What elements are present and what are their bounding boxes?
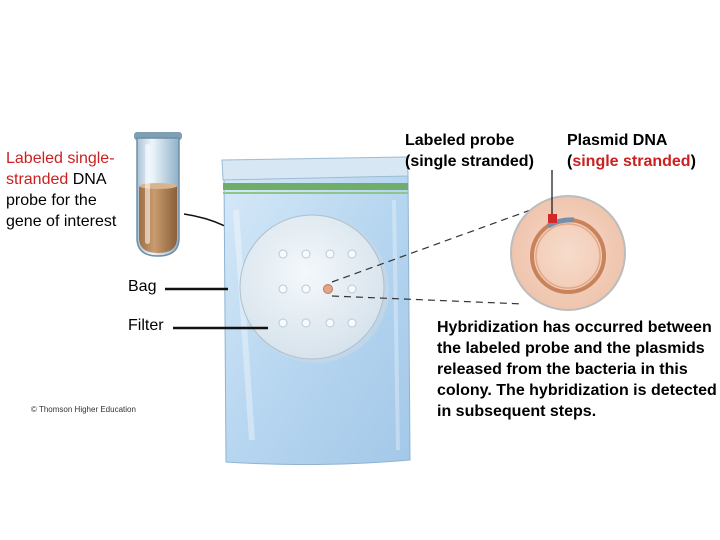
plasmid-label: Plasmid DNA (single stranded) [567,130,720,172]
bag-top [222,157,408,180]
tube-highlight [145,144,150,244]
bag-seal [223,183,408,190]
filter-membrane [240,215,384,359]
colony [302,250,310,258]
copyright-credit: © Thomson Higher Education [31,405,136,415]
probe-label: Labeled probe (single stranded) [405,130,565,172]
colony [348,285,356,293]
colony [326,250,334,258]
filter-disc [240,215,389,363]
probe-test-tube [134,132,182,256]
bag-label: Bag [128,276,156,297]
probe-marker [548,214,557,223]
probe-label-line1: Labeled probe [405,130,565,151]
plasmid-label-close: ) [691,153,696,170]
colony [279,250,287,258]
plasmid-label-red: single stranded [572,153,690,170]
plasmid-label-line2: (single stranded) [567,151,720,172]
filter-label: Filter [128,315,164,336]
liquid-surface [139,183,177,189]
probe-liquid [139,186,177,253]
plasmid-label-line1: Plasmid DNA [567,130,720,151]
colony [302,319,310,327]
colony [326,319,334,327]
colony [279,285,287,293]
colony [302,285,310,293]
magnified-cell [511,196,625,310]
hybridized-colony [324,285,333,294]
colony [348,319,356,327]
probe-label-line2: (single stranded) [405,151,565,172]
colony [279,319,287,327]
tube-label: Labeled single-stranded DNA probe for th… [6,148,136,232]
hybridization-caption: Hybridization has occurred between the l… [437,317,717,422]
colony [348,250,356,258]
